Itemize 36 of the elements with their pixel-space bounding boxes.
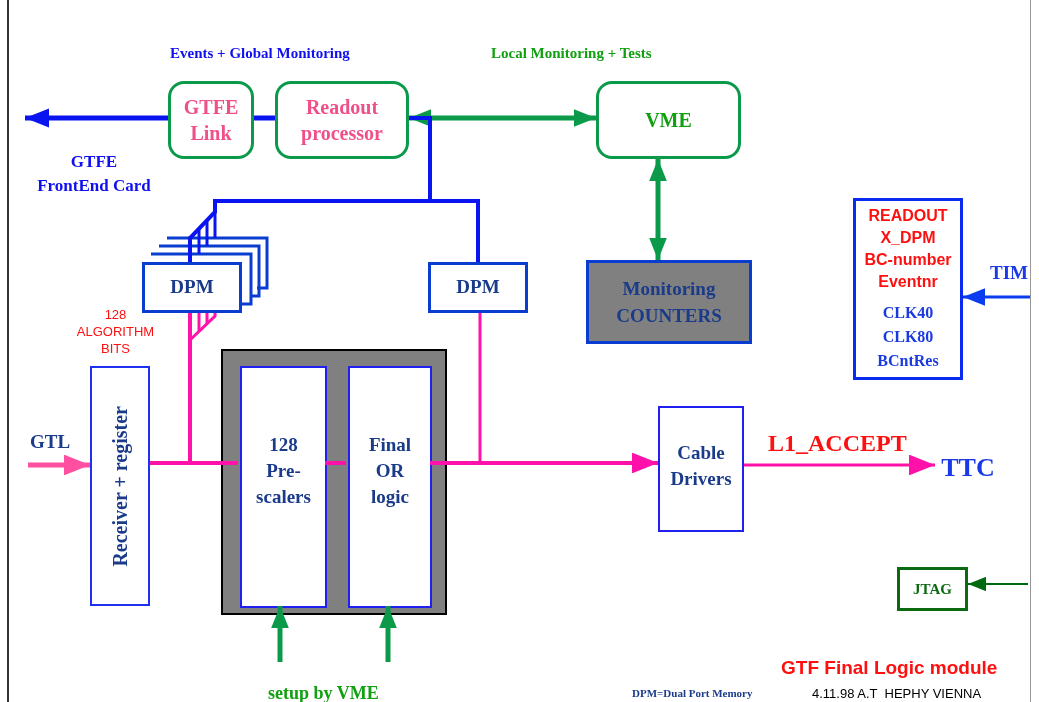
arrow — [744, 454, 935, 476]
process-box: 128 Pre- scalers — [240, 366, 327, 608]
process-box: VME — [596, 81, 741, 159]
arrow — [430, 452, 658, 474]
arrow — [271, 606, 289, 662]
module-box — [221, 349, 447, 615]
process-box: Readout processor — [275, 81, 409, 159]
process-box: Receiver + register — [90, 366, 150, 606]
annotation-text: GTFE FrontEnd Card — [36, 151, 152, 197]
arrow — [409, 109, 596, 127]
arrow — [649, 159, 667, 260]
title: GTF Final Logic module — [781, 656, 998, 680]
memory-box: DPM — [428, 262, 528, 313]
connector-line — [254, 115, 275, 121]
signal-name: TIM — [990, 261, 1028, 285]
process-box: Final OR logic — [348, 366, 432, 608]
heading-text: Events + Global Monitoring — [170, 44, 350, 63]
heading-text: Local Monitoring + Tests — [491, 44, 652, 63]
counter-box: Monitoring COUNTERS — [586, 260, 752, 344]
arrow — [967, 576, 1029, 592]
arrow — [25, 108, 168, 128]
footnote-text: DPM=Dual Port Memory — [632, 686, 753, 701]
connector-line — [325, 461, 346, 465]
signal-box: READOUT X_DPM BC-number Eventnr CLK40 CLK80 BCntRes — [853, 198, 963, 380]
annotation-text: setup by VME — [268, 682, 379, 702]
arrow — [28, 454, 90, 476]
signal-name: GTL — [30, 430, 71, 454]
process-box: GTFE Link — [168, 81, 254, 159]
arrow — [379, 606, 397, 662]
process-box: Cable Drivers — [658, 406, 744, 532]
connector-line — [409, 116, 480, 262]
interface-box: JTAG — [897, 567, 968, 611]
arrow — [963, 288, 1030, 306]
date-text: 4.11.98 A.T HEPHY VIENNA — [812, 685, 982, 702]
memory-box: DPM — [142, 262, 242, 313]
target-text: TTC — [935, 448, 1001, 486]
